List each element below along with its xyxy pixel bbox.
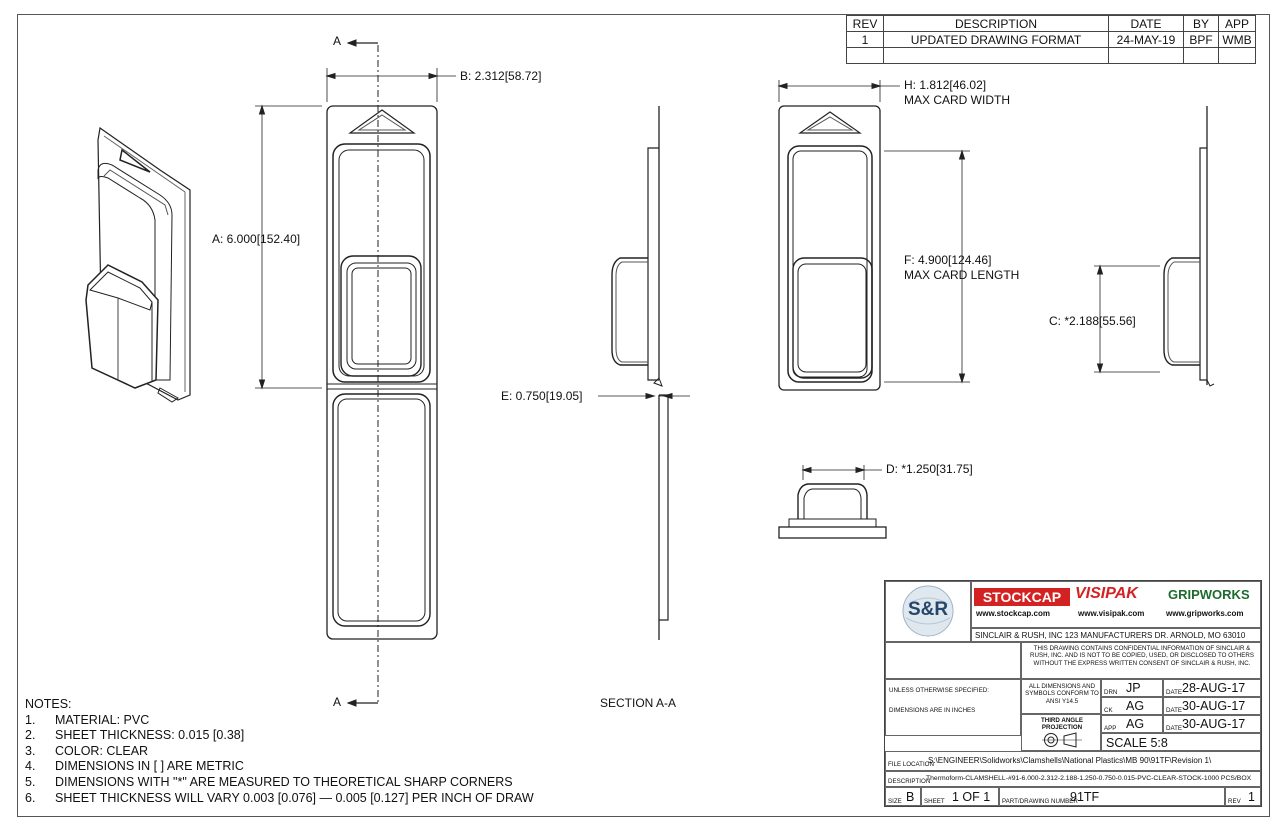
projection-label: THIRD ANGLE PROJECTION [1040, 717, 1084, 732]
chk-cell: CK AG [1101, 697, 1163, 715]
third-angle-projection-icon [1042, 732, 1082, 748]
rev-block-value: 1 [1248, 790, 1255, 804]
file-location: S:\ENGINEER\Solidworks\Clamshells\Nation… [928, 756, 1212, 765]
file-location-cell: FILE LOCATION S:\ENGINEER\Solidworks\Cla… [885, 751, 1261, 771]
dims-in-inches: DIMENSIONS ARE IN INCHES [889, 707, 976, 714]
bottom-view [778, 465, 887, 539]
section-marker-top: A [333, 34, 342, 48]
confidential-notice: THIS DRAWING CONTAINS CONFIDENTIAL INFOR… [1030, 645, 1254, 667]
file-location-label: FILE LOCATION [888, 761, 934, 768]
chk-label: CK [1104, 707, 1113, 714]
notes-block: NOTES: 1.MATERIAL: PVC 2.SHEET THICKNESS… [25, 697, 534, 806]
dim-h: H: 1.812[46.02] MAX CARD WIDTH [904, 78, 1010, 107]
note-item: 1.MATERIAL: PVC [25, 712, 150, 727]
revision-header-row: REV DESCRIPTION DATE BY APP [846, 15, 1256, 32]
ansi-cell: ALL DIMENSIONS AND SYMBOLS CONFORM TO AN… [1021, 679, 1101, 714]
note-item: 6.SHEET THICKNESS WILL VARY 0.003 [0.076… [25, 790, 534, 805]
chk-date-label: DATE [1166, 707, 1183, 714]
size-label: SIZE [888, 798, 902, 805]
dim-c: C: *2.188[55.56] [1049, 314, 1136, 328]
sr-logo-icon [902, 585, 954, 637]
dim-f: F: 4.900[124.46] MAX CARD LENGTH [904, 253, 1020, 282]
card-view [777, 80, 970, 391]
dim-a: A: 6.000[152.40] [212, 232, 301, 246]
note-item: 3.COLOR: CLEAR [25, 743, 149, 758]
note-item: 4.DIMENSIONS IN [ ] ARE METRIC [25, 759, 244, 774]
drn-cell: DRN JP [1101, 679, 1163, 697]
sr-logo-text: S&R [908, 599, 949, 620]
ansi-note: ALL DIMENSIONS AND SYMBOLS CONFORM TO AN… [1025, 683, 1099, 705]
drn-date-label: DATE [1166, 689, 1183, 696]
drn-date: 28-AUG-17 [1182, 681, 1246, 695]
chk-date-cell: DATE 30-AUG-17 [1163, 697, 1261, 715]
app-header: APP [1218, 15, 1256, 32]
sr-logo-cell: S&R [885, 581, 971, 642]
scale-value: SCALE 5:8 [1106, 736, 1168, 750]
section-caption: SECTION A-A [600, 696, 677, 710]
sheet-label: SHEET [924, 798, 945, 805]
isometric-view [85, 126, 191, 403]
dim-e: E: 0.750[19.05] [501, 389, 583, 403]
notes-title: NOTES: [25, 697, 72, 711]
chk-value: AG [1126, 699, 1145, 713]
title-block: S&R STOCKCAP www.stockcap.com VISIPAK ww… [884, 580, 1262, 807]
description-label: DESCRIPTION [888, 778, 931, 785]
gripworks-url: www.gripworks.com [1166, 609, 1244, 618]
brand-strip: STOCKCAP www.stockcap.com VISIPAK www.vi… [971, 581, 1261, 628]
drn-date-cell: DATE 28-AUG-17 [1163, 679, 1261, 697]
app-label: APP [1104, 725, 1117, 732]
stockcap-logo: STOCKCAP [974, 588, 1070, 606]
part-description: Thermoform-CLAMSHELL-#91-6.000-2.312-2.1… [926, 775, 1252, 782]
part-number-cell: PART/DRAWING NUMBER 91TF [999, 787, 1225, 806]
sheet-value: 1 OF 1 [952, 790, 991, 804]
part-number-label: PART/DRAWING NUMBER [1002, 798, 1078, 805]
unless-cell: UNLESS OTHERWISE SPECIFIED: DIMENSIONS A… [885, 679, 1021, 736]
app-value: AG [1126, 717, 1145, 731]
stockcap-url: www.stockcap.com [976, 609, 1050, 618]
gripworks-logo: GRIPWORKS [1168, 587, 1250, 602]
section-view [598, 106, 690, 640]
size-cell: SIZE B [885, 787, 921, 806]
sheet-cell: SHEET 1 OF 1 [921, 787, 999, 806]
side-view [1094, 106, 1215, 387]
address-cell: SINCLAIR & RUSH, INC 123 MANUFACTURERS D… [971, 628, 1261, 642]
drn-label: DRN [1104, 689, 1118, 696]
projection-cell: THIRD ANGLE PROJECTION [1021, 714, 1101, 751]
revision-table: REV DESCRIPTION DATE BY APP 1 UPDATED DR… [846, 15, 1256, 64]
note-item: 2.SHEET THICKNESS: 0.015 [0.38] [25, 728, 245, 743]
size-value: B [906, 790, 915, 804]
chk-date: 30-AUG-17 [1182, 699, 1246, 713]
note-item: 5.DIMENSIONS WITH "*" ARE MEASURED TO TH… [25, 774, 513, 789]
revision-empty-row [846, 47, 1256, 64]
rev-block-label: REV [1228, 798, 1241, 805]
section-marker-bottom: A [333, 695, 342, 709]
app-date-label: DATE [1166, 725, 1183, 732]
confidential-cell: THIS DRAWING CONTAINS CONFIDENTIAL INFOR… [1021, 642, 1261, 679]
visipak-url: www.visipak.com [1078, 609, 1145, 618]
drawing-border [17, 14, 1270, 817]
app-date: 30-AUG-17 [1182, 717, 1246, 731]
part-number: 91TF [1070, 790, 1100, 804]
unless-specified: UNLESS OTHERWISE SPECIFIED: [889, 687, 989, 694]
blank-cell [885, 642, 1021, 679]
visipak-logo: VISIPAK [1075, 585, 1138, 602]
rev-block-cell: REV 1 [1225, 787, 1261, 806]
app-date-cell: DATE 30-AUG-17 [1163, 715, 1261, 733]
drn-value: JP [1126, 681, 1141, 695]
app-cell: APP AG [1101, 715, 1163, 733]
app-cell: WMB [1218, 31, 1256, 48]
scale-cell: SCALE 5:8 [1101, 733, 1261, 751]
dim-b: B: 2.312[58.72] [460, 69, 542, 83]
company-address: SINCLAIR & RUSH, INC 123 MANUFACTURERS D… [975, 631, 1246, 640]
description-cell: DESCRIPTION Thermoform-CLAMSHELL-#91-6.0… [885, 771, 1261, 787]
description-header: DESCRIPTION [883, 15, 1109, 32]
front-view [255, 39, 456, 707]
dim-d: D: *1.250[31.75] [886, 462, 973, 476]
